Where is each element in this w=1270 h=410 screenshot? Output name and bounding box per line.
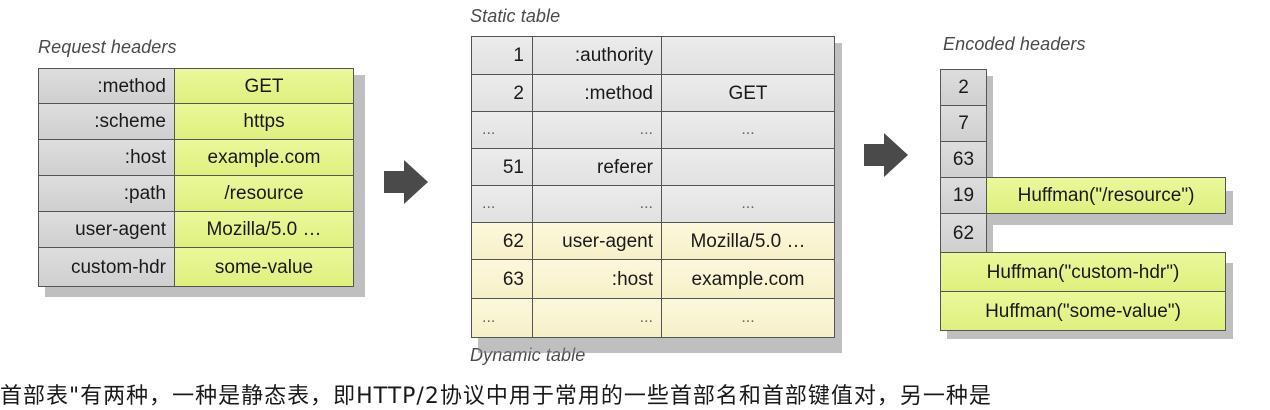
encoded-headers-caption: Encoded headers: [943, 34, 1086, 54]
table-row-index: 1: [471, 36, 533, 75]
table-row-name: :host: [532, 259, 662, 299]
request-header-name: user-agent: [38, 211, 175, 248]
table-row-index: ...: [471, 111, 533, 149]
encoded-huffman-some-value: Huffman("some-value"): [940, 291, 1226, 331]
encoded-huffman-custom-hdr: Huffman("custom-hdr"): [940, 252, 1226, 292]
request-header-name: custom-hdr: [38, 247, 175, 287]
table-row-index: 2: [471, 74, 533, 112]
request-header-value: some-value: [174, 247, 354, 287]
encoded-index: 2: [940, 69, 987, 106]
table-row-value: [661, 148, 835, 186]
table-row-value: GET: [661, 74, 835, 112]
encoded-huffman-path: Huffman("/resource"): [986, 177, 1226, 214]
static-table-caption: Static table: [470, 6, 561, 26]
table-row-index: ...: [471, 185, 533, 223]
encoded-index: 19: [940, 177, 987, 214]
table-row-value: Mozilla/5.0 …: [661, 222, 835, 260]
table-row-name: referer: [532, 148, 662, 186]
table-row-name: :method: [532, 74, 662, 112]
table-row-index: 62: [471, 222, 533, 260]
request-header-value: GET: [174, 68, 354, 104]
request-header-name: :scheme: [38, 103, 175, 140]
table-row-name: ...: [532, 111, 662, 149]
table-row-name: user-agent: [532, 222, 662, 260]
encoded-index: 7: [940, 105, 987, 142]
request-header-value: /resource: [174, 175, 354, 212]
table-row-index: 51: [471, 148, 533, 186]
table-row-index: 63: [471, 259, 533, 299]
encoded-index: 63: [940, 141, 987, 178]
table-row-value: [661, 36, 835, 75]
footer-text: 首部表"有两种，一种是静态表，即HTTP/2协议中用于常用的一些首部名和首部键值…: [0, 384, 992, 409]
table-row-value: ...: [661, 111, 835, 149]
encoded-index: 62: [940, 213, 987, 253]
table-row-name: :authority: [532, 36, 662, 75]
request-header-value: Mozilla/5.0 …: [174, 211, 354, 248]
table-row-value: ...: [661, 298, 835, 338]
request-header-value: https: [174, 103, 354, 140]
table-row-name: ...: [532, 298, 662, 338]
table-row-index: ...: [471, 298, 533, 338]
request-header-value: example.com: [174, 139, 354, 176]
request-header-name: :host: [38, 139, 175, 176]
table-row-name: ...: [532, 185, 662, 223]
request-headers-caption: Request headers: [38, 37, 177, 57]
request-header-name: :path: [38, 175, 175, 212]
table-row-value: example.com: [661, 259, 835, 299]
request-header-name: :method: [38, 68, 175, 104]
table-row-value: ...: [661, 185, 835, 223]
